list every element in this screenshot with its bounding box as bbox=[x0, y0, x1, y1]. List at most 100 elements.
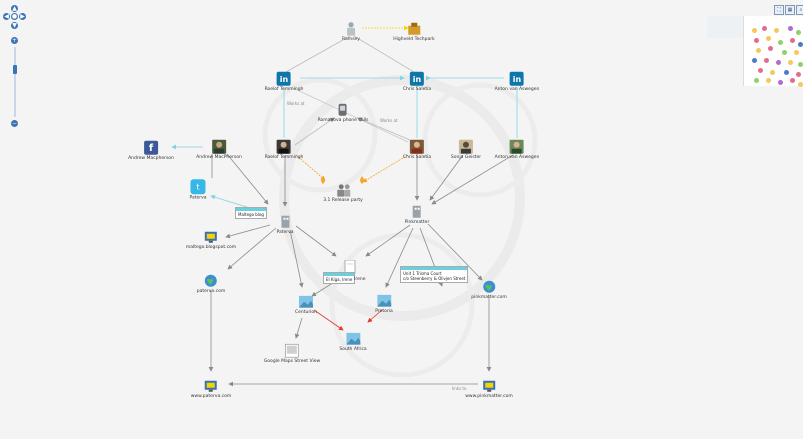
fit-view-button[interactable]: ⛶ bbox=[774, 5, 784, 15]
node-label: Anton van Aswegen bbox=[494, 86, 540, 92]
flame-icon bbox=[360, 176, 364, 184]
node-label: Roelof Temmingh bbox=[264, 86, 304, 92]
avatar bbox=[211, 139, 226, 154]
flame-icon bbox=[321, 176, 325, 184]
node-pinkmatter[interactable]: Pinkmatter bbox=[404, 205, 430, 226]
node-label: Chris Saletia bbox=[402, 154, 432, 160]
edge-label-works-at: Works at bbox=[380, 118, 398, 123]
node-highveld-techpark[interactable]: Highveld Techpark bbox=[393, 22, 435, 43]
minimap-node-dot bbox=[754, 38, 759, 43]
node-person-chris[interactable]: Chris Saletia bbox=[402, 139, 432, 161]
node-linkedin-anton[interactable]: in Anton van Aswegen bbox=[494, 71, 540, 93]
node-label: 3.1 Release party bbox=[323, 197, 363, 203]
edge-label-links-to: links to bbox=[452, 386, 467, 391]
overview-panel-tab[interactable] bbox=[707, 16, 743, 38]
node-label: Paterva bbox=[189, 195, 207, 201]
pan-down-button[interactable]: ▼ bbox=[11, 22, 18, 29]
minimap-node-dot bbox=[758, 68, 763, 73]
grid-view-icon: ▦ bbox=[787, 7, 793, 13]
node-person-anton[interactable]: Anton van Aswegen bbox=[495, 139, 539, 161]
website-icon bbox=[204, 379, 218, 393]
node-paterva-com[interactable]: paterva.com bbox=[197, 274, 225, 295]
node-release-party[interactable]: 3.1 Release party bbox=[323, 183, 363, 204]
node-facebook-andrew[interactable]: f Andrew Macpherson bbox=[128, 140, 174, 162]
node-maltego-blog-site[interactable]: maltego.blogspot.com bbox=[186, 230, 236, 251]
node-centurion[interactable]: Centurion bbox=[295, 295, 317, 316]
node-label: www.pinkmatter.com bbox=[465, 393, 513, 399]
zoom-tool-icon: ⌕ bbox=[799, 7, 803, 13]
building-icon bbox=[407, 22, 421, 36]
pan-center-button[interactable]: ● bbox=[11, 13, 18, 20]
minimap-node-dot bbox=[798, 62, 803, 67]
callout-maltego-blog: Maltego blog bbox=[235, 207, 267, 220]
address-suffix: Irene bbox=[354, 277, 366, 282]
image-icon bbox=[285, 343, 299, 358]
website-icon bbox=[204, 230, 218, 244]
node-label: paterva.com bbox=[196, 288, 226, 294]
node-person-andrew[interactable]: Andrew MacPherson bbox=[196, 139, 242, 161]
globe-icon bbox=[204, 274, 218, 288]
linkedin-icon: in bbox=[410, 71, 424, 86]
pan-up-button[interactable]: ▲ bbox=[11, 5, 18, 12]
node-label: Paterva bbox=[276, 229, 294, 235]
overview-minimap[interactable] bbox=[743, 16, 803, 87]
minimap-node-dot bbox=[790, 38, 795, 43]
minimap-node-dot bbox=[752, 28, 757, 33]
node-linkedin-roelof[interactable]: in Roelof Temmingh bbox=[264, 71, 304, 93]
minimap-node-dot bbox=[768, 46, 773, 51]
location-icon bbox=[346, 332, 360, 346]
minimap-node-dot bbox=[782, 50, 787, 55]
minimap-node-dot bbox=[762, 26, 767, 31]
organization-icon bbox=[410, 205, 424, 219]
zoom-slider-handle[interactable] bbox=[13, 65, 17, 74]
twitter-icon: t bbox=[190, 179, 206, 195]
node-label: Ramsey bbox=[342, 36, 360, 42]
minimap-node-dot bbox=[778, 80, 783, 85]
node-twitter-paterva[interactable]: t Paterva bbox=[189, 179, 207, 201]
node-label: Roelof Temmingh bbox=[264, 154, 304, 160]
fit-view-icon: ⛶ bbox=[777, 7, 781, 13]
zoom-out-button[interactable]: − bbox=[11, 120, 18, 127]
node-www-pinkmatter[interactable]: www.pinkmatter.com bbox=[465, 379, 513, 400]
pan-right-button[interactable]: ▶ bbox=[19, 13, 26, 20]
node-label: Chris Saletia bbox=[402, 86, 432, 92]
organization-icon bbox=[278, 215, 292, 229]
minimap-node-dot bbox=[774, 28, 779, 33]
minimap-node-dot bbox=[784, 70, 789, 75]
node-label: www.paterva.com bbox=[190, 393, 232, 399]
node-label: Google Maps Street View bbox=[263, 358, 321, 364]
minimap-node-dot bbox=[756, 48, 761, 53]
node-phone-calls[interactable]: Romanova phone calls bbox=[317, 103, 369, 124]
node-label: Romanova phone calls bbox=[317, 117, 369, 123]
node-label: maltego.blogspot.com bbox=[185, 244, 237, 250]
node-pretoria[interactable]: Pretoria bbox=[375, 294, 393, 315]
zoom-in-button[interactable]: + bbox=[11, 37, 18, 44]
zoom-tool-button[interactable]: ⌕ bbox=[796, 5, 803, 15]
node-south-africa[interactable]: South Africa bbox=[339, 332, 367, 353]
node-person-sonja[interactable]: Sonja Geister bbox=[451, 139, 481, 161]
zoom-slider-track[interactable] bbox=[14, 47, 16, 117]
grid-view-button[interactable]: ▦ bbox=[785, 5, 795, 15]
node-label: Highveld Techpark bbox=[393, 36, 435, 42]
pan-left-button[interactable]: ◀ bbox=[3, 13, 10, 20]
linkedin-icon: in bbox=[276, 71, 291, 86]
location-icon bbox=[377, 294, 391, 308]
node-label: Andrew MacPherson bbox=[196, 154, 242, 160]
minimap-node-dot bbox=[778, 40, 783, 45]
node-ramsey[interactable]: Ramsey bbox=[342, 22, 360, 43]
node-pinkmatter-com[interactable]: pinkmatter.com bbox=[471, 280, 507, 301]
node-person-roelof[interactable]: Roelof Temmingh bbox=[264, 139, 304, 161]
node-label: pinkmatter.com bbox=[471, 294, 507, 300]
minimap-node-dot bbox=[788, 60, 793, 65]
node-label: Pinkmatter bbox=[404, 219, 430, 225]
node-paterva[interactable]: Paterva bbox=[276, 215, 294, 236]
minimap-node-dot bbox=[798, 42, 803, 47]
node-label: Andrew Macpherson bbox=[128, 155, 174, 161]
node-linkedin-chris[interactable]: in Chris Saletia bbox=[402, 71, 432, 93]
callout-el-kiga: El Kiga, Irene bbox=[323, 272, 356, 285]
minimap-node-dot bbox=[764, 58, 769, 63]
node-www-paterva[interactable]: www.paterva.com bbox=[190, 379, 232, 400]
minimap-node-dot bbox=[754, 78, 759, 83]
node-street-view[interactable]: Google Maps Street View bbox=[263, 343, 321, 365]
